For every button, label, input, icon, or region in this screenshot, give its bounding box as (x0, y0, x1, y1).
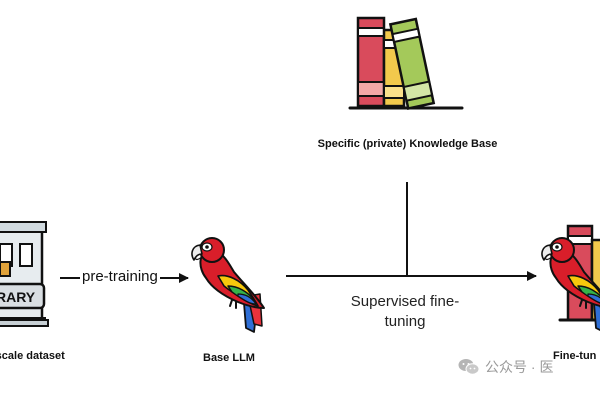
base-llm-parrot-icon (191, 237, 265, 333)
supervised-finetuning-label: Supervised fine-tuning (350, 293, 460, 330)
library-icon (0, 221, 49, 327)
watermark: 公众号 · 医 (458, 356, 553, 378)
finetuned-model-label: Fine-tun (553, 350, 597, 362)
pretraining-label: pre-training (80, 268, 160, 285)
dataset-label: -scale dataset (0, 350, 65, 362)
base-llm-label: Base LLM (203, 352, 255, 364)
books-icon (348, 16, 464, 110)
library-sign-text: RARY (0, 289, 36, 305)
wechat-icon (458, 359, 480, 375)
watermark-text: 公众号 · 医 (485, 359, 554, 375)
knowledge-base-label: Specific (private) Knowledge Base (317, 138, 498, 150)
